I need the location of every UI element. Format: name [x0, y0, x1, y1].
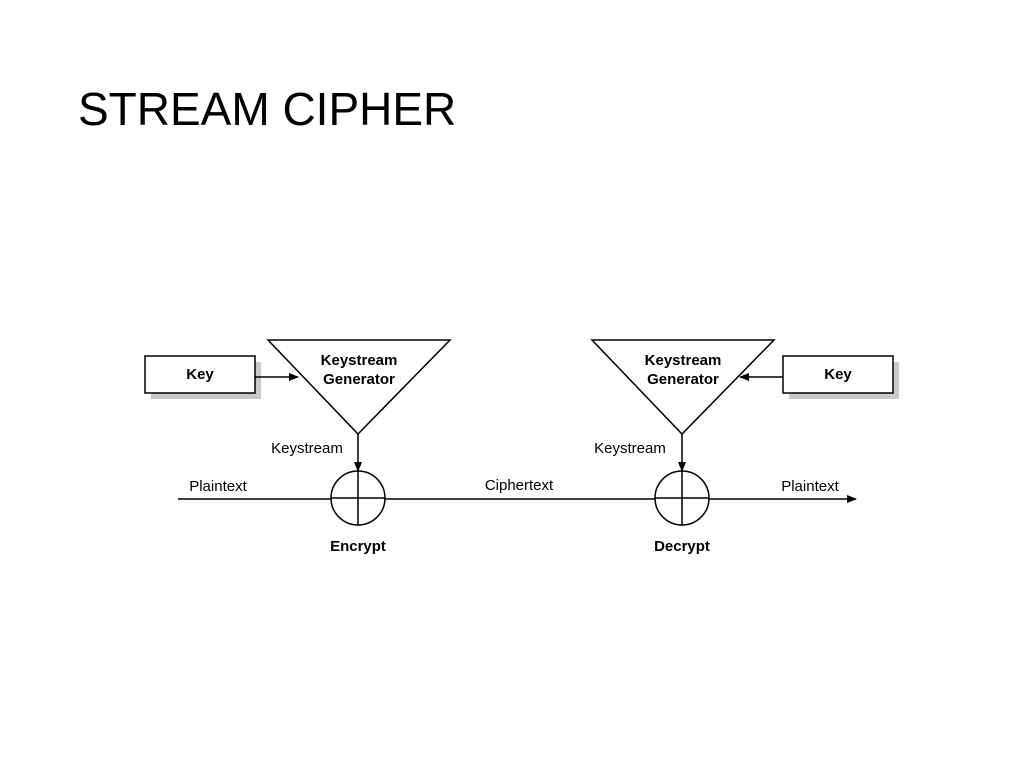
- plaintext-out-label: Plaintext: [781, 478, 839, 495]
- decrypt-key-label: Key: [824, 366, 852, 383]
- ciphertext-label: Ciphertext: [485, 477, 554, 494]
- encrypt-generator-label-line2: Generator: [323, 371, 395, 388]
- encrypt-key-box: Key: [144, 355, 261, 399]
- decrypt-key-box: Key: [782, 355, 899, 399]
- encrypt-label: Encrypt: [330, 538, 386, 555]
- slide-title: STREAM CIPHER: [78, 83, 457, 135]
- encrypt-keystream-label: Keystream: [271, 440, 343, 457]
- decrypt-xor-symbol: [654, 470, 710, 526]
- decrypt-generator-label-line2: Generator: [647, 371, 719, 388]
- decrypt-keystream-label: Keystream: [594, 440, 666, 457]
- encrypt-generator-label-line1: Keystream: [321, 352, 398, 369]
- encrypt-key-label: Key: [186, 366, 214, 383]
- decrypt-keystream-generator: Keystream Generator: [590, 339, 776, 436]
- decrypt-generator-label-line1: Keystream: [645, 352, 722, 369]
- plaintext-in-label: Plaintext: [189, 478, 247, 495]
- encrypt-keystream-generator: Keystream Generator: [266, 339, 452, 436]
- encrypt-xor-symbol: [330, 470, 386, 526]
- decrypt-label: Decrypt: [654, 538, 710, 555]
